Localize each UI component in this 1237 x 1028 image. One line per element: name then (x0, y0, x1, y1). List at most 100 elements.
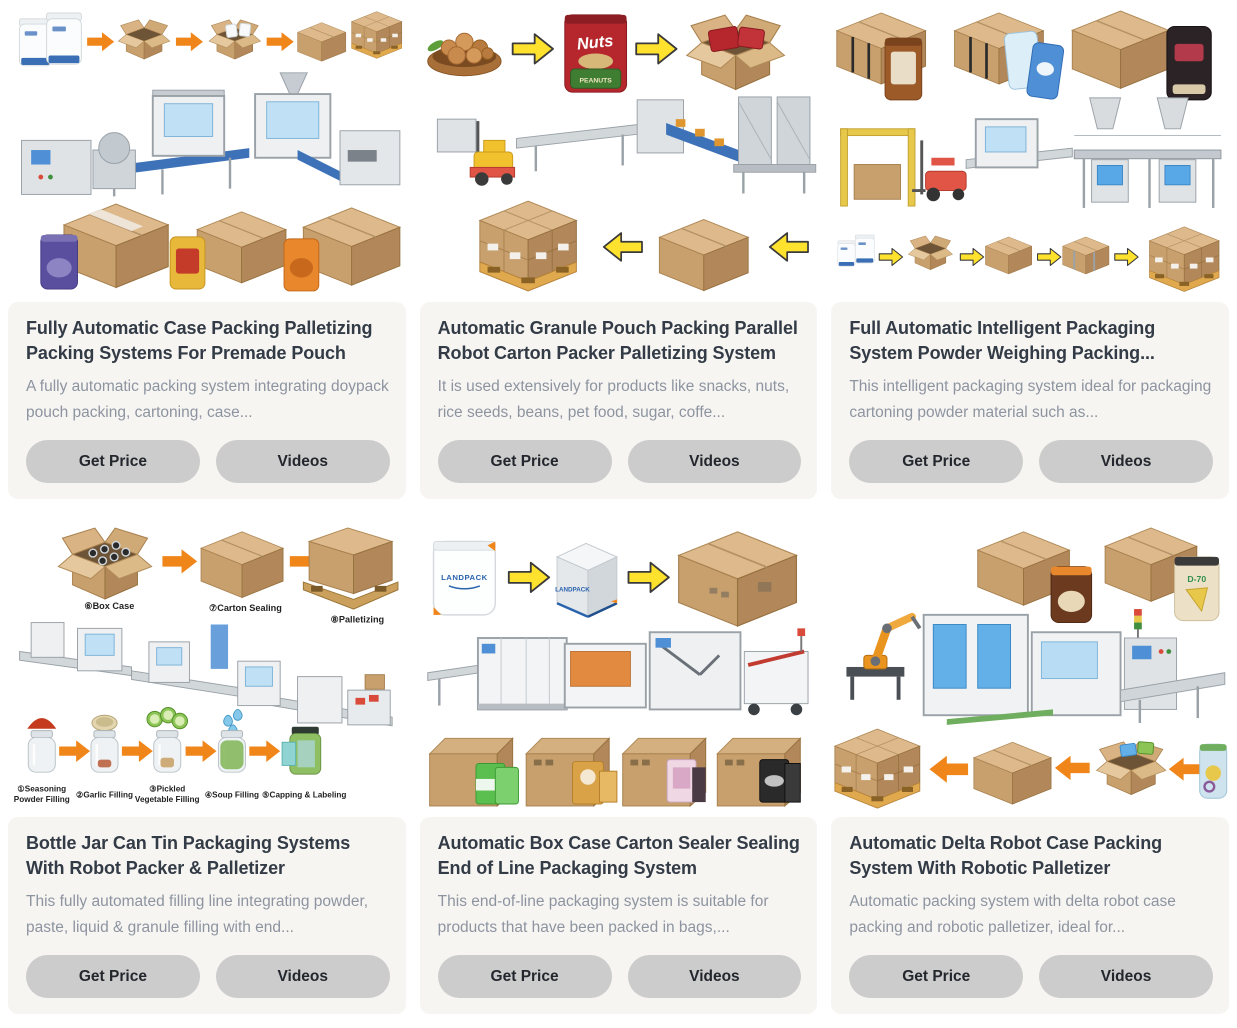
brand-text: LANDPACK (555, 587, 590, 594)
card-actions: Get Price Videos (26, 955, 390, 998)
brand-text: LANDPACK (441, 573, 488, 582)
packing-machine-illustration (840, 97, 1222, 208)
arrow-left-icon (929, 755, 969, 783)
landpack-box-icon: LANDPACK (555, 542, 618, 618)
product-title: Full Automatic Intelligent Packaging Sys… (849, 318, 1156, 363)
strapped-cartons-row (836, 10, 1213, 101)
retail-pack-icon (758, 759, 801, 803)
pouch-icon (18, 12, 82, 67)
videos-button[interactable]: Videos (215, 440, 390, 483)
get-price-button[interactable]: Get Price (437, 440, 612, 483)
get-price-button[interactable]: Get Price (437, 955, 612, 998)
step-label: ⑤Capping & Labeling (262, 790, 346, 799)
palletizing-bottom-row (834, 728, 1228, 809)
labeled-jar-icon (281, 726, 322, 775)
arrow-right-icon (87, 32, 115, 52)
videos-button[interactable]: Videos (215, 955, 390, 998)
product-title: Fully Automatic Case Packing Palletizing… (26, 318, 373, 363)
pallet-stack-icon (351, 11, 403, 59)
step-label: ①Seasoning (17, 784, 66, 793)
step-label: Powder Filling (14, 795, 70, 804)
d70-pouch-icon: D-70 (1174, 556, 1220, 622)
product-card: Fully Automatic Case Packing Palletizing… (8, 0, 406, 499)
pallet-stack-icon (479, 200, 577, 292)
packing-machine-illustration (19, 622, 393, 727)
product-description: It is used extensively for products like… (437, 378, 790, 421)
retail-pack-icon (571, 761, 618, 805)
packing-machine-illustration (21, 72, 401, 197)
arrow-right-icon (879, 247, 904, 267)
carton-box-icon (658, 218, 749, 292)
open-carton-with-jars-icon (57, 527, 153, 600)
product-image[interactable]: ⑥Box Case ⑦Carton Sealing ⑧Palletizing (8, 515, 406, 817)
pouch-icon (1050, 566, 1093, 624)
flow-top-row: Nuts PEANUTS (426, 14, 785, 93)
pouch-label-text: D-70 (1188, 574, 1207, 584)
retail-pack-icon (666, 759, 706, 803)
carton-box-icon (200, 531, 284, 599)
product-description: A fully automatic packing system integra… (26, 378, 389, 421)
pouch-icon (837, 240, 856, 267)
packing-machine-illustration (426, 628, 809, 716)
pouch-icon (169, 236, 206, 290)
videos-button[interactable]: Videos (1039, 440, 1213, 483)
product-image[interactable]: Nuts PEANUTS (419, 0, 818, 302)
arrow-left-icon (1169, 757, 1202, 781)
pallet-load-icon (302, 527, 399, 610)
nuts-bag-sub-text: PEANUTS (579, 77, 612, 84)
product-title: Bottle Jar Can Tin Packaging Systems Wit… (26, 833, 351, 878)
open-carton-with-pouches-icon (1096, 741, 1167, 795)
pallet-stack-icon (834, 728, 921, 809)
get-price-button[interactable]: Get Price (849, 955, 1024, 998)
product-title: Automatic Delta Robot Case Packing Syste… (849, 833, 1162, 878)
get-price-button[interactable]: Get Price (849, 440, 1024, 483)
arrow-right-icon (627, 561, 670, 593)
product-description: This intelligent packaging system ideal … (849, 378, 1212, 421)
product-card: ⑥Box Case ⑦Carton Sealing ⑧Palletizing (8, 515, 406, 1014)
jar-icon (27, 729, 57, 774)
pouch-icon (283, 238, 320, 292)
jar-filling-steps-row: ①Seasoning Powder Filling ②Garlic Fillin… (14, 707, 346, 804)
arrow-right-icon (162, 549, 198, 574)
strapped-box-icon (1062, 236, 1110, 275)
product-image[interactable] (8, 0, 406, 302)
step-label: ⑥Box Case (84, 601, 134, 611)
seasoning-powder-icon (27, 718, 57, 729)
arrow-left-icon (602, 232, 643, 262)
videos-button[interactable]: Videos (627, 955, 802, 998)
videos-button[interactable]: Videos (1039, 955, 1213, 998)
arrow-right-icon (634, 33, 678, 65)
step-label: ②Garlic Filling (76, 790, 133, 799)
get-price-button[interactable]: Get Price (26, 955, 200, 998)
nuts-bag-brand-text: Nuts (576, 32, 614, 54)
step-label: ③Pickled (149, 784, 185, 793)
product-image[interactable]: D-70 (831, 515, 1229, 817)
retail-pack-icon (475, 763, 519, 805)
product-info-panel: Automatic Box Case Carton Sealer Sealing… (419, 817, 818, 1014)
product-image[interactable] (831, 0, 1229, 302)
arrow-right-icon (249, 740, 281, 762)
pouch-icon (40, 234, 78, 290)
arrow-right-icon (121, 740, 153, 762)
packing-machine-illustration (846, 609, 1226, 725)
carton-box-icon (297, 22, 347, 62)
product-image[interactable]: LANDPACK LANDPACK (419, 515, 818, 817)
product-info-panel: Bottle Jar Can Tin Packaging Systems Wit… (8, 817, 406, 1014)
carton-box-icon (196, 211, 287, 284)
flow-top-row (18, 11, 403, 67)
pallet-stack-icon (1149, 226, 1220, 292)
flour-bag-icon (884, 37, 923, 101)
carton-sealer-line-illustration: LANDPACK LANDPACK (426, 530, 809, 808)
cartons-top-row: D-70 (977, 527, 1220, 624)
card-actions: Get Price Videos (26, 440, 390, 483)
card-actions: Get Price Videos (437, 440, 802, 483)
palletizing-bottom-row (479, 200, 809, 292)
packed-cartons-row (428, 737, 802, 808)
get-price-button[interactable]: Get Price (26, 440, 200, 483)
carton-box-icon (973, 741, 1052, 805)
powder-packing-line-illustration (836, 10, 1222, 292)
videos-button[interactable]: Videos (627, 440, 802, 483)
arrow-left-icon (1055, 755, 1090, 781)
open-carton-icon (908, 235, 954, 270)
flow-bottom-row (837, 226, 1220, 292)
